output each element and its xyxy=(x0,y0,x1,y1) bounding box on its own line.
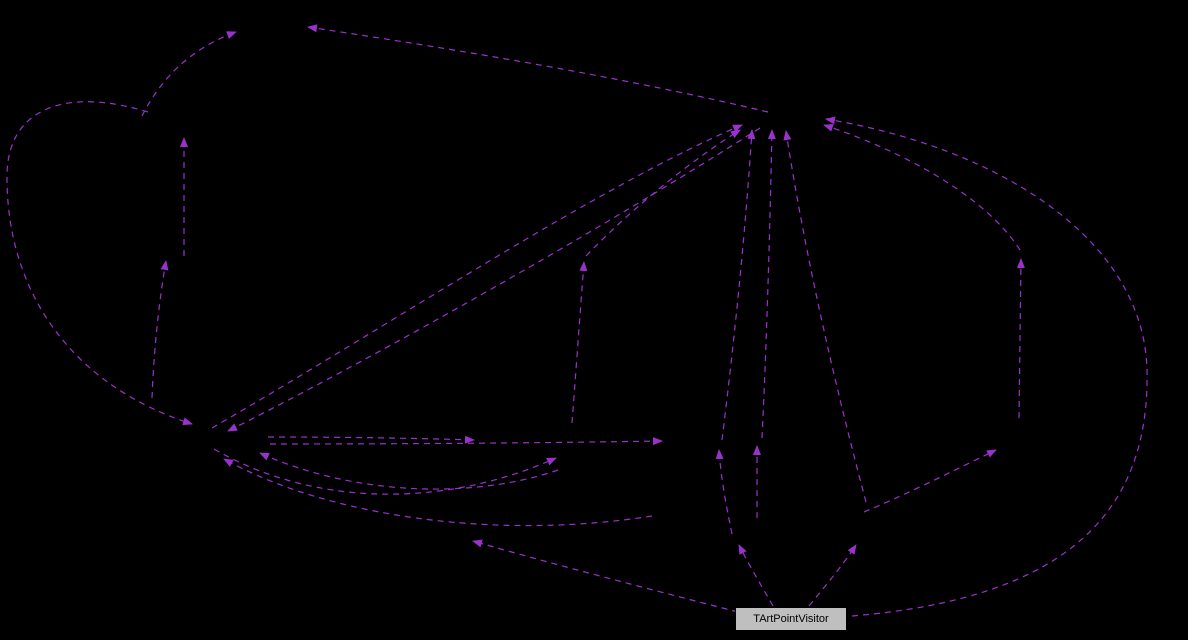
node-label: TArtPointVisitor xyxy=(753,613,829,625)
edge-mid-sag-to-cluster xyxy=(259,452,559,490)
node-tartpointvisitor: TArtPointVisitor xyxy=(735,607,847,631)
edge-n7-sag-to-cluster xyxy=(223,458,653,527)
edge-left-node-to-topleft xyxy=(141,31,237,117)
edge-left-outer-loop xyxy=(6,101,193,426)
edge-cluster-sag-to-n6 xyxy=(213,448,557,495)
edge-outer-right-loop-to-hub xyxy=(825,116,1148,617)
edge-cluster-horiz-to-mid xyxy=(267,435,475,444)
edge-n11-to-hub xyxy=(783,130,867,503)
edge-layer xyxy=(6,24,1148,617)
edge-hub-to-cluster-diagonal xyxy=(227,127,761,432)
edge-mid-to-hub xyxy=(585,129,741,257)
edge-r1-to-hub xyxy=(823,124,1021,251)
edge-cluster-to-midleft xyxy=(151,260,169,399)
edge-box-to-far-left xyxy=(472,539,739,613)
edge-n8a-to-hub xyxy=(721,129,756,441)
edge-right-vertical xyxy=(1016,258,1025,419)
edge-n8b-to-hub xyxy=(761,129,776,439)
edge-box-to-left-parent xyxy=(738,544,774,607)
edge-below-to-n8a xyxy=(715,449,733,535)
edge-box-to-right-parent xyxy=(808,544,857,607)
edge-n11-to-n9 xyxy=(863,449,997,513)
edge-cluster-horiz-to-n7 xyxy=(269,437,663,446)
edge-cluster-to-hub-diagonal xyxy=(211,124,743,429)
edge-hub-to-topleft xyxy=(307,24,769,113)
edge-n6-to-mid-vertical xyxy=(571,261,588,424)
